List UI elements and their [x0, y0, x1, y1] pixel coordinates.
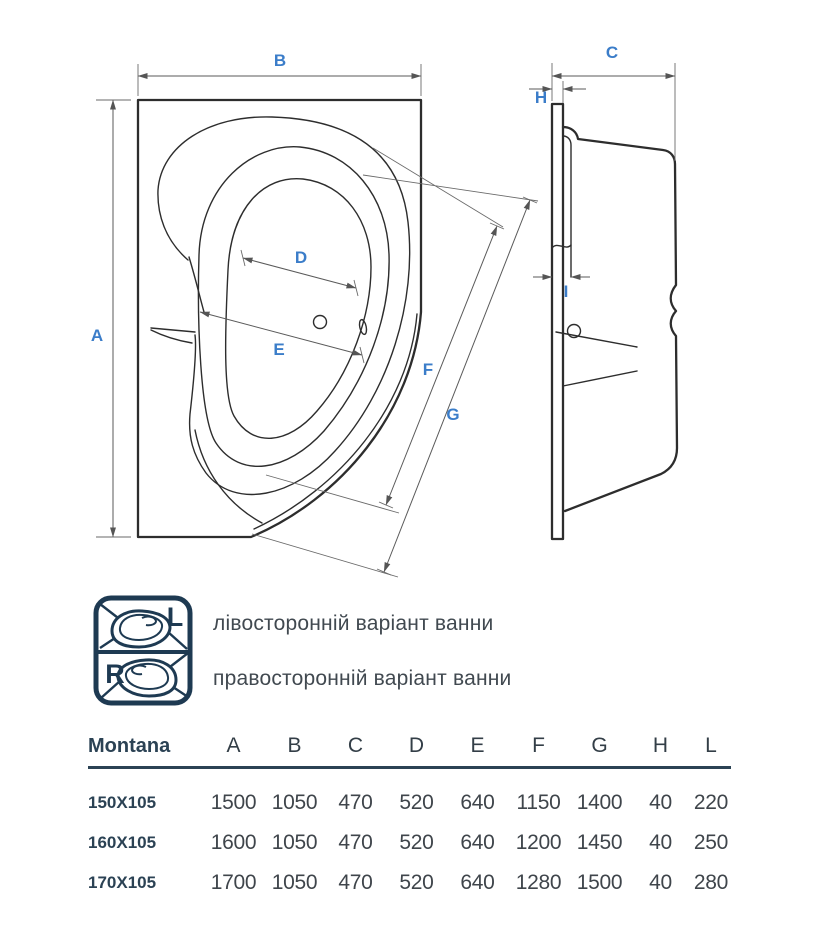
- col-header-d: D: [408, 734, 425, 757]
- wall-panel: [550, 102, 565, 541]
- dim-label-a: A: [91, 326, 103, 345]
- tub-waist-fold: [150, 327, 196, 344]
- col-header-f: F: [532, 734, 545, 757]
- side-view: C H I: [529, 43, 679, 541]
- dimensions-table: Montana A B C D E F G H L 150X105 1500 1…: [88, 734, 731, 903]
- dim-label-b: B: [274, 51, 286, 70]
- top-view: B A D E F G: [91, 51, 539, 578]
- row-size-label: 150X105: [88, 793, 157, 812]
- dim-label-f: F: [423, 360, 433, 379]
- left-variant-letter: L: [167, 602, 184, 632]
- col-header-g: G: [591, 734, 608, 757]
- right-variant-caption: правосторонній варіант ванни: [213, 667, 512, 690]
- left-variant-caption: лівосторонній варіант ванни: [213, 612, 494, 635]
- dim-line-e: [199, 311, 363, 356]
- col-header-l: L: [705, 734, 717, 757]
- table-row: 170X105 1700 1050 470 520 640 1280 1500 …: [88, 871, 729, 894]
- table-header-row: Montana A B C D E F G H L: [88, 734, 731, 769]
- tub-lobe-bottom: [188, 256, 205, 313]
- dim-line-d: [242, 257, 357, 289]
- dim-label-d: D: [295, 248, 307, 267]
- dim-label-e: E: [273, 340, 284, 359]
- table-model-name: Montana: [88, 735, 171, 757]
- tub-basin-opening: [197, 146, 390, 467]
- side-overflow-hole: [566, 323, 582, 339]
- drain-hole: [312, 314, 328, 330]
- tub-rim-outer: [157, 116, 411, 496]
- tub-bottom-fold: [194, 429, 263, 524]
- dim-label-g: G: [446, 405, 459, 424]
- col-header-e: E: [470, 734, 485, 757]
- left-variant-pictogram: [99, 603, 188, 650]
- section-break-lines: [555, 331, 638, 387]
- tub-side-profile: [561, 125, 679, 513]
- right-variant-pictogram: [100, 652, 189, 699]
- rim-inner-line: [562, 135, 572, 278]
- dim-line-g: [383, 199, 531, 573]
- col-header-a: A: [226, 734, 241, 757]
- technical-drawing: B A D E F G: [91, 43, 679, 578]
- table-row: 160X105 1600 1050 470 520 640 1200 1450 …: [88, 831, 729, 854]
- row-size-label: 160X105: [88, 833, 157, 852]
- dim-label-c: C: [606, 43, 618, 62]
- orientation-variant-icon: L R: [93, 595, 193, 706]
- dim-label-h: H: [535, 88, 547, 107]
- right-variant-letter: R: [105, 659, 125, 689]
- dim-line-f: [385, 225, 498, 506]
- tub-basin-floor: [224, 178, 372, 440]
- rim-break-line: [551, 244, 572, 249]
- dim-label-i: I: [564, 282, 569, 301]
- col-header-b: B: [287, 734, 302, 757]
- col-header-h: H: [652, 734, 669, 757]
- tub-footprint-outline: [136, 98, 423, 539]
- table-row: 150X105 1500 1050 470 520 640 1150 1400 …: [88, 791, 729, 814]
- row-size-label: 170X105: [88, 873, 157, 892]
- col-header-c: C: [347, 734, 364, 757]
